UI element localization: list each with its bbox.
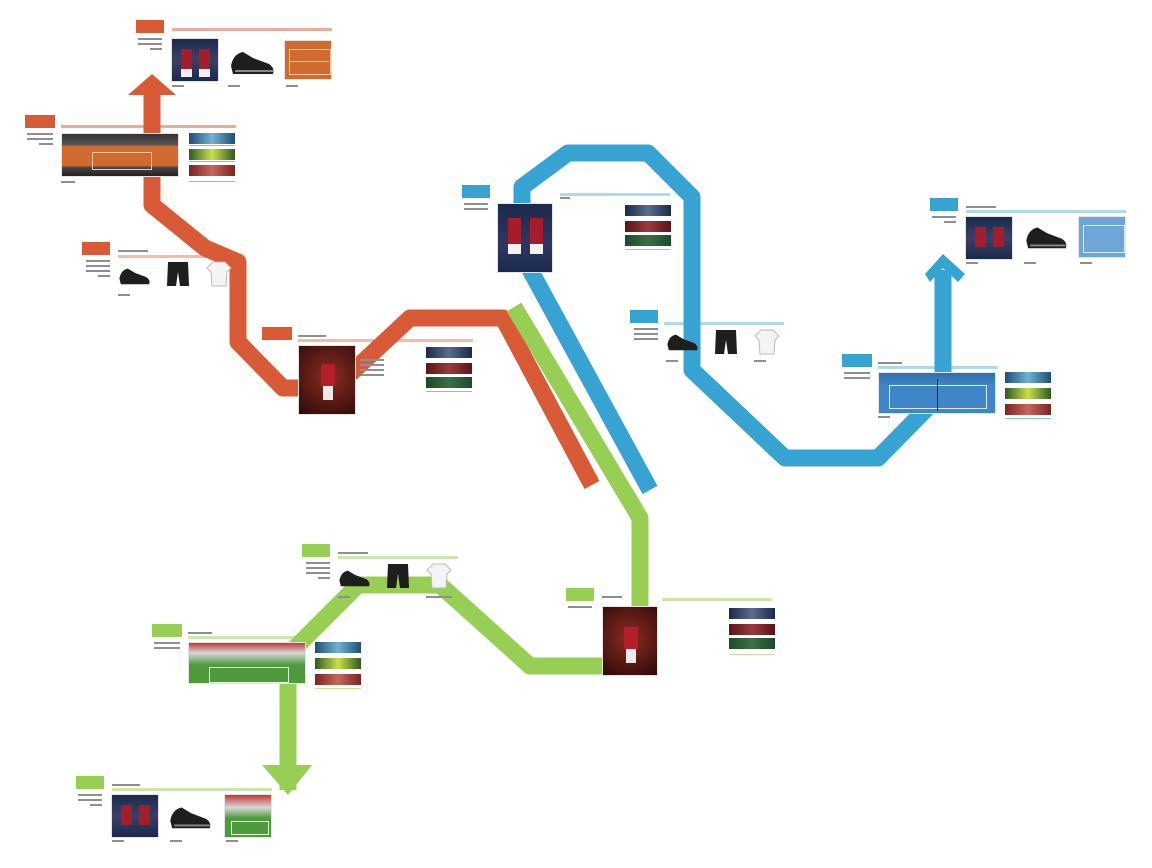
orange-path [143, 95, 600, 489]
shorts-icon[interactable] [714, 328, 738, 356]
node-orange-2[interactable] [25, 115, 240, 190]
node-green-1[interactable] [302, 542, 462, 604]
shoe-icon[interactable] [666, 328, 700, 354]
node-blue-1[interactable] [462, 183, 674, 275]
node-orange-3[interactable] [82, 240, 242, 300]
node-blue-3[interactable] [842, 352, 1054, 424]
node-green-4[interactable] [76, 774, 276, 846]
shirt-icon[interactable] [754, 328, 780, 356]
arrow-head-icon [262, 765, 312, 795]
players-photo[interactable] [965, 216, 1013, 260]
node-blue-2[interactable] [630, 308, 790, 368]
shoe-icon[interactable] [1024, 220, 1070, 252]
shoe-icon[interactable] [118, 262, 152, 288]
hard-court-photo[interactable] [878, 372, 996, 414]
shirt-icon[interactable] [206, 260, 232, 288]
shorts-icon[interactable] [386, 562, 410, 590]
players-photo[interactable] [111, 794, 159, 838]
arrow-head-icon [128, 74, 176, 95]
player-photo[interactable] [602, 606, 658, 676]
shoe-icon[interactable] [168, 800, 214, 832]
grass-stadium-photo[interactable] [188, 642, 306, 684]
grass-stadium-photo[interactable] [224, 794, 272, 838]
clay-court-photo[interactable] [284, 40, 332, 80]
node-green-3[interactable] [566, 586, 778, 678]
player-photo[interactable] [298, 345, 356, 415]
shoe-icon[interactable] [338, 564, 372, 590]
hard-court-photo[interactable] [1078, 216, 1126, 258]
node-orange-1[interactable] [136, 18, 336, 92]
node-orange-4[interactable] [262, 325, 477, 417]
shorts-icon[interactable] [166, 260, 190, 288]
shoe-icon[interactable] [229, 44, 277, 78]
players-photo[interactable] [497, 203, 553, 273]
node-green-2[interactable] [152, 622, 364, 694]
clay-court-photo[interactable] [61, 133, 179, 177]
node-blue-4[interactable] [930, 196, 1130, 268]
arrow-head-icon [925, 254, 965, 282]
shirt-icon[interactable] [426, 562, 452, 590]
players-photo[interactable] [171, 38, 219, 82]
